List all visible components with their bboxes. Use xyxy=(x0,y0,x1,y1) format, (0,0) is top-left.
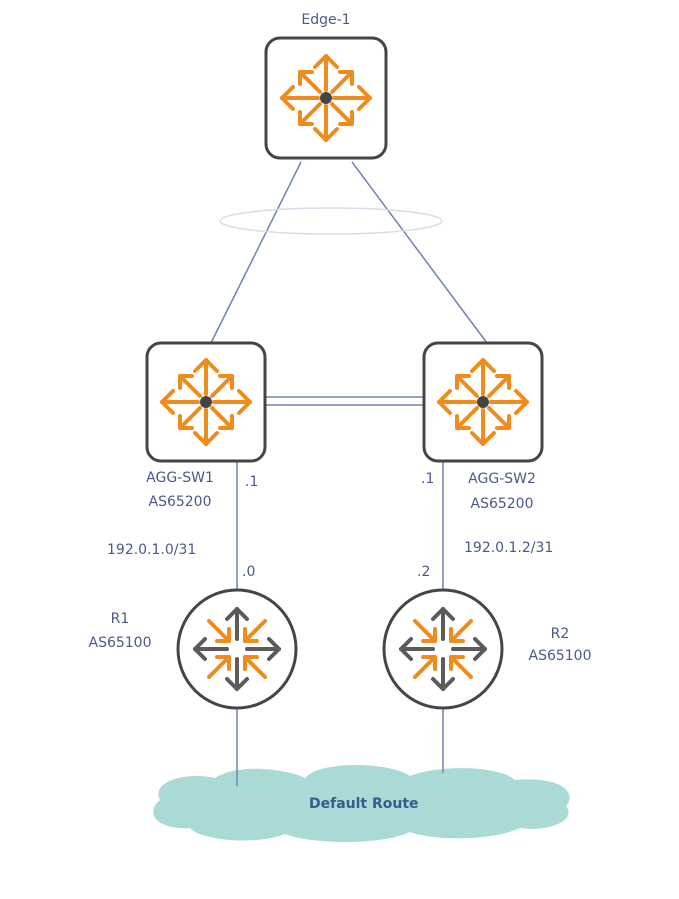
agg-sw1-device[interactable] xyxy=(145,341,267,463)
agg-sw2-name: AGG-SW2 xyxy=(468,471,536,487)
agg2-r2-router-ip: .2 xyxy=(417,564,431,580)
agg1-r1-router-ip: .0 xyxy=(242,564,256,580)
agg1-r1-subnet: 192.0.1.0/31 xyxy=(107,542,197,558)
default-route-label: Default Route xyxy=(309,796,419,812)
agg-sw1-asn: AS65200 xyxy=(148,494,212,510)
agg2-r2-agg-ip: .1 xyxy=(421,471,435,487)
agg1-r1-agg-ip: .1 xyxy=(245,474,259,490)
r2-name: R2 xyxy=(550,626,570,642)
agg2-r2-subnet: 192.0.1.2/31 xyxy=(464,540,554,556)
r2-device[interactable] xyxy=(382,588,504,710)
redundancy-ellipse xyxy=(219,207,443,235)
link-edge1-agg1 xyxy=(210,161,302,344)
r2-asn: AS65100 xyxy=(528,648,592,664)
link-edge1-agg2 xyxy=(351,161,488,344)
agg-sw2-device[interactable] xyxy=(422,341,544,463)
default-route-cloud xyxy=(153,765,570,842)
agg-sw1-name: AGG-SW1 xyxy=(146,470,214,486)
agg-sw2-asn: AS65200 xyxy=(470,496,534,512)
r1-device[interactable] xyxy=(176,588,298,710)
edge1-device[interactable] xyxy=(264,36,388,160)
r1-asn: AS65100 xyxy=(88,635,152,651)
links xyxy=(210,161,488,786)
r1-name: R1 xyxy=(110,611,130,627)
edge1-name: Edge-1 xyxy=(301,12,351,28)
